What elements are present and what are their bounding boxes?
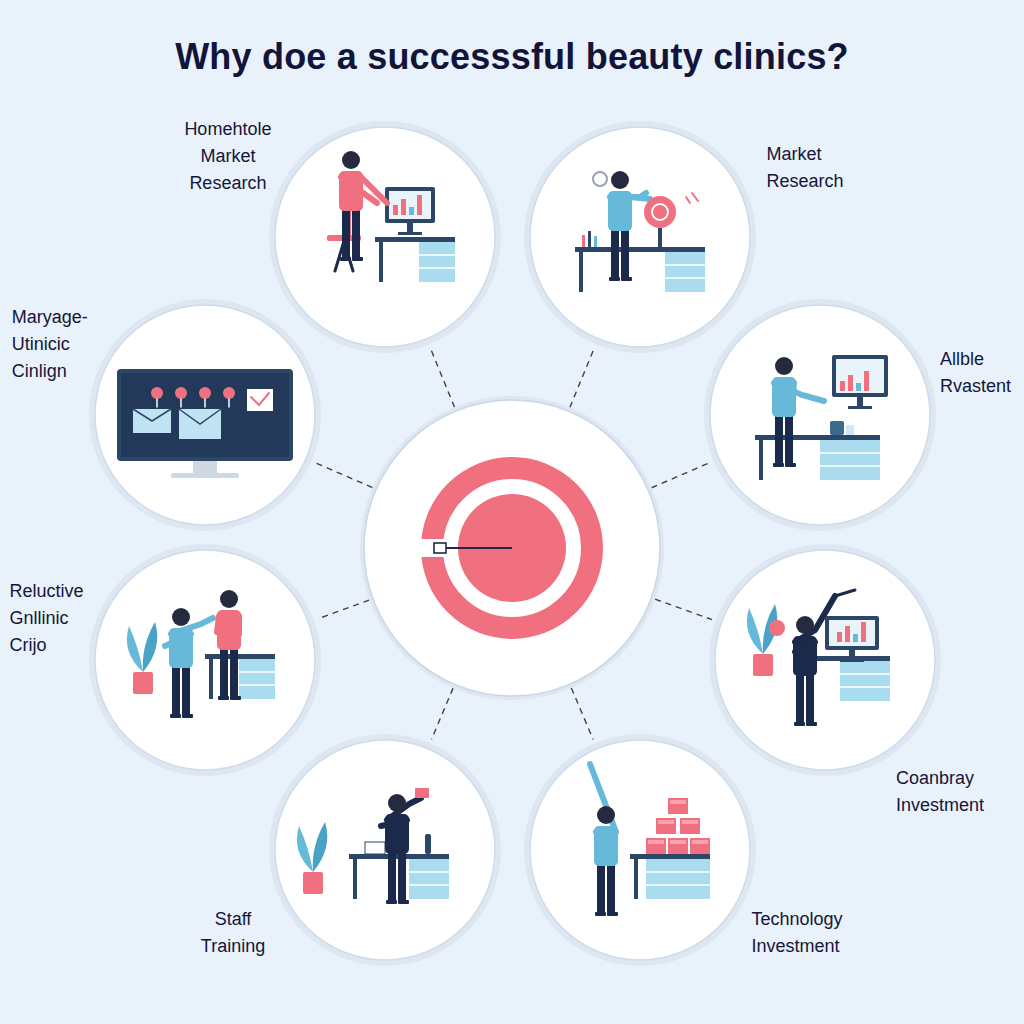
scene-desk <box>327 151 455 282</box>
topic-circle: Technology Investment <box>528 738 752 962</box>
circle-outline <box>528 738 752 962</box>
dashed-spoke <box>652 463 710 488</box>
hub-ring <box>360 396 664 700</box>
dashed-spoke <box>430 348 454 407</box>
dashed-spoke <box>570 348 594 407</box>
scene-pair <box>127 590 275 718</box>
scene-boxes <box>590 764 710 916</box>
scene-chart <box>755 355 888 480</box>
topic-label: Reluctive Gnllinic Crijo <box>9 578 83 659</box>
topic-circle: Market Research <box>528 125 752 349</box>
topic-circle: Reluctive Gnllinic Crijo <box>93 548 317 772</box>
topic-label: Homehtole Market Research <box>184 116 271 197</box>
topic-label: Maryage- Utinicic Cinlign <box>12 304 88 385</box>
circle-outline <box>708 303 932 527</box>
circle-outline <box>528 125 752 349</box>
topic-label: Allble Rvastent <box>940 346 1011 400</box>
dashed-spoke <box>318 600 369 619</box>
scene-screen <box>117 369 293 478</box>
dashed-spoke <box>571 688 593 740</box>
hub-circle <box>364 400 660 696</box>
target-gap <box>416 539 450 557</box>
target-ring <box>432 468 592 628</box>
topic-label: Market Research <box>766 141 843 195</box>
title: Why doe a successsful beauty clinics? <box>0 36 1024 78</box>
dart-tail <box>434 543 446 553</box>
topic-label: Staff Training <box>201 906 265 960</box>
topic-circle: Allble Rvastent <box>708 303 932 527</box>
dashed-spoke <box>315 463 372 488</box>
scene-stand <box>575 171 705 292</box>
topic-label: Coanbray Investment <box>896 765 984 819</box>
circle-outline <box>93 548 317 772</box>
dashed-spoke <box>432 688 454 739</box>
scene-train <box>297 788 449 904</box>
topic-label: Technology Investment <box>751 906 842 960</box>
scene-present <box>747 590 890 726</box>
dashed-spoke <box>655 599 712 619</box>
